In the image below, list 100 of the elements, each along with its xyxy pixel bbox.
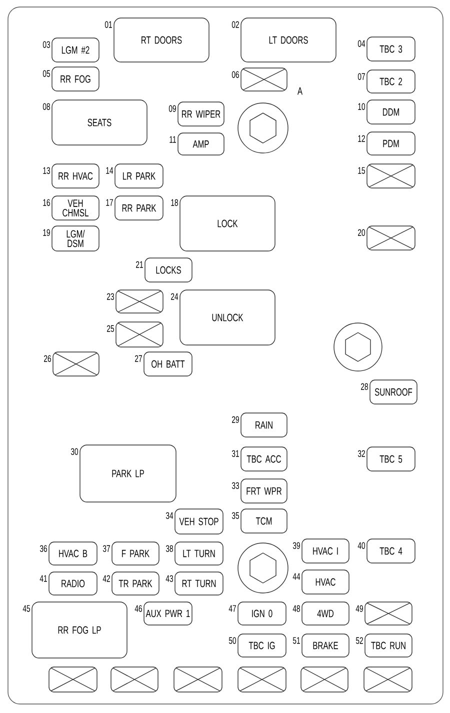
empty-fuse-slot (116, 322, 164, 348)
fuse-number: 12 (358, 135, 365, 142)
fuse: SUNROOF (370, 380, 418, 404)
fuse: HVAC I (302, 538, 350, 564)
empty-fuse-slot (364, 666, 412, 692)
fuse: RR PARK (114, 196, 164, 220)
fuse-number: 03 (42, 41, 50, 48)
callout-letter: A (297, 87, 302, 95)
fuse-number: 20 (358, 229, 366, 236)
fuse-number: 31 (232, 450, 239, 457)
fuse-number: 16 (43, 199, 50, 206)
fuse-number: 02 (232, 21, 239, 28)
fuse-number: 45 (22, 605, 30, 612)
fuse-number: 40 (358, 542, 366, 549)
fuse: TBC RUN (364, 634, 412, 658)
fuse: VEH STOP (174, 508, 224, 534)
fuse: RAIN (240, 412, 288, 438)
fuse-number: 21 (136, 261, 143, 268)
fuse: TBC 5 (366, 446, 416, 472)
fuse: BRAKE (302, 634, 350, 658)
fuse-number: 51 (292, 637, 300, 644)
fuse-number: 52 (356, 637, 363, 644)
fuse-number: 39 (292, 542, 300, 549)
fuse-number: 38 (166, 545, 173, 552)
fuse-number: 42 (102, 575, 110, 582)
empty-fuse-slot (116, 290, 164, 314)
fuse: TCM (240, 508, 288, 534)
fuse-number: 19 (43, 229, 50, 236)
fuse-number: 05 (42, 70, 50, 77)
fuse: RR FOG (52, 66, 100, 92)
empty-fuse-slot (366, 226, 416, 250)
fuse-number: 35 (232, 512, 239, 519)
fuse-number: 30 (70, 448, 78, 455)
fuse-number: 33 (232, 482, 239, 489)
fuse-number: 29 (232, 416, 239, 423)
fuse: LGM #2 (52, 38, 100, 62)
fuse-number: 09 (168, 105, 176, 112)
empty-fuse-slot (364, 602, 412, 626)
fuse-number: 23 (107, 293, 114, 300)
fuse: DDM (366, 100, 416, 124)
fuse-number: 41 (40, 575, 47, 582)
fuse: RADIO (48, 572, 98, 596)
fuse: FRT WPR (240, 478, 288, 504)
fuse: LGM/ DSM (52, 226, 100, 252)
fuse-number: 26 (44, 355, 51, 362)
fuse: AUX PWR 1 (144, 602, 192, 626)
relay: PARK LP (80, 444, 176, 502)
fuse: RR HVAC (52, 164, 100, 188)
fuse-number: 27 (135, 355, 142, 362)
fuse: VEH CHMSL (52, 196, 100, 220)
fuse: HVAC B (48, 542, 98, 566)
fuse-number: 04 (358, 40, 366, 47)
fuse-number: 10 (358, 103, 366, 110)
fuse-number: 11 (170, 136, 176, 143)
empty-fuse-slot (240, 68, 288, 92)
fuse-number: 47 (228, 605, 236, 612)
empty-fuse-slot (48, 666, 98, 692)
fuse-number: 37 (102, 545, 110, 552)
fuse: TBC 4 (366, 538, 416, 564)
fuse-number: 08 (42, 103, 50, 110)
fuse: F PARK (112, 542, 160, 566)
fuse: 4WD (302, 602, 350, 626)
fuse: TBC 3 (366, 36, 416, 62)
fuse: PDM (366, 132, 416, 156)
fuse-number: 18 (171, 199, 178, 206)
fuse-number: 28 (361, 383, 368, 390)
fuse-number: 14 (106, 167, 114, 174)
relay: SEATS (52, 100, 148, 146)
fuse: TBC IG (238, 634, 286, 658)
fuse-number: 50 (228, 637, 236, 644)
fuse-number: 25 (107, 325, 114, 332)
relay: RR FOG LP (32, 602, 128, 658)
fuse: OH BATT (144, 352, 192, 376)
fuse: LOCKS (144, 258, 192, 282)
fuse-number: 44 (292, 573, 300, 580)
empty-fuse-slot (52, 352, 100, 376)
fuse-number: 07 (358, 73, 365, 80)
relay: LOCK (180, 196, 276, 252)
fuse-number: 06 (232, 71, 239, 78)
fuse: LR PARK (114, 164, 164, 188)
empty-fuse-slot (238, 666, 286, 692)
fuse-number: 01 (104, 21, 112, 28)
empty-fuse-slot (300, 666, 348, 692)
fuse-number: 17 (106, 199, 113, 206)
fuse-number: 49 (356, 605, 363, 612)
fuse-number: 48 (292, 605, 300, 612)
fuse-number: 46 (134, 605, 142, 612)
relay: UNLOCK (180, 290, 276, 346)
fuse: AMP (178, 132, 224, 156)
empty-fuse-slot (366, 164, 416, 188)
fuse-number: 24 (171, 293, 178, 300)
fuse: HVAC (302, 570, 350, 594)
fuse: IGN 0 (238, 602, 286, 626)
fuse-number: 36 (40, 545, 47, 552)
fuse: LT TURN (174, 542, 224, 566)
fuse: RR WIPER (178, 102, 224, 126)
fuse: RT TURN (174, 572, 224, 596)
fuse: TR PARK (112, 572, 160, 596)
relay: RT DOORS (114, 18, 210, 62)
empty-fuse-slot (174, 666, 222, 692)
